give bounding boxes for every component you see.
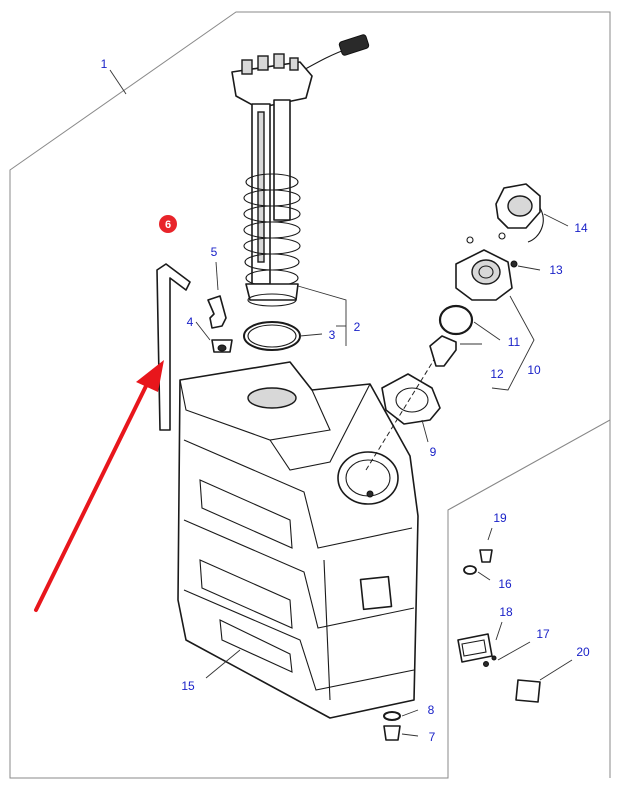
pointer-arrow: [34, 360, 164, 612]
cap-screw[interactable]: [510, 260, 518, 268]
square-seal-pad[interactable]: [515, 679, 541, 703]
callout-4[interactable]: 4: [187, 315, 194, 329]
cover-screw[interactable]: [483, 655, 497, 667]
sender-seal-ring[interactable]: [243, 321, 301, 351]
callout-15[interactable]: 15: [181, 679, 195, 693]
assembly-frame: [9, 11, 611, 779]
callout-20[interactable]: 20: [576, 645, 590, 659]
fuel-sender-unit[interactable]: [231, 34, 370, 307]
callout-11[interactable]: 11: [508, 335, 521, 349]
callout-12[interactable]: 12: [490, 367, 504, 381]
callout-6-badge[interactable]: 6: [159, 215, 177, 233]
elbow-hose[interactable]: [207, 295, 227, 329]
filler-neck-gasket[interactable]: [381, 373, 441, 425]
filler-seal-ring[interactable]: [438, 304, 474, 336]
access-cover[interactable]: [457, 633, 493, 663]
callout-18[interactable]: 18: [499, 605, 513, 619]
drain-plug[interactable]: [211, 339, 233, 353]
filler-tube[interactable]: [429, 335, 457, 367]
sender-seal-ring-inner: [247, 324, 297, 348]
tank-drain-plug[interactable]: [383, 725, 401, 741]
callout-10[interactable]: 10: [527, 363, 541, 377]
callout-8[interactable]: 8: [428, 703, 435, 717]
filler-neck-housing[interactable]: [455, 232, 513, 301]
vent-pipe[interactable]: [156, 263, 191, 431]
callout-7[interactable]: 7: [429, 730, 436, 744]
callout-16[interactable]: 16: [498, 577, 512, 591]
callout-2[interactable]: 2: [354, 320, 361, 334]
callout-3[interactable]: 3: [329, 328, 336, 342]
callout-6: 6: [165, 219, 171, 231]
subassembly-frame: [447, 419, 611, 778]
fuel-cap[interactable]: [495, 183, 544, 243]
callout-9[interactable]: 9: [430, 445, 437, 459]
callout-13[interactable]: 13: [549, 263, 563, 277]
callout-19[interactable]: 19: [493, 511, 507, 525]
breather-washer[interactable]: [463, 565, 477, 575]
fuel-tank[interactable]: [177, 361, 419, 719]
callout-1[interactable]: 1: [101, 57, 108, 71]
callout-5[interactable]: 5: [211, 245, 218, 259]
drain-washer[interactable]: [383, 711, 401, 721]
leader-lines: [109, 69, 573, 737]
callout-14[interactable]: 14: [574, 221, 588, 235]
callout-17[interactable]: 17: [536, 627, 550, 641]
breather-valve[interactable]: [479, 549, 493, 563]
